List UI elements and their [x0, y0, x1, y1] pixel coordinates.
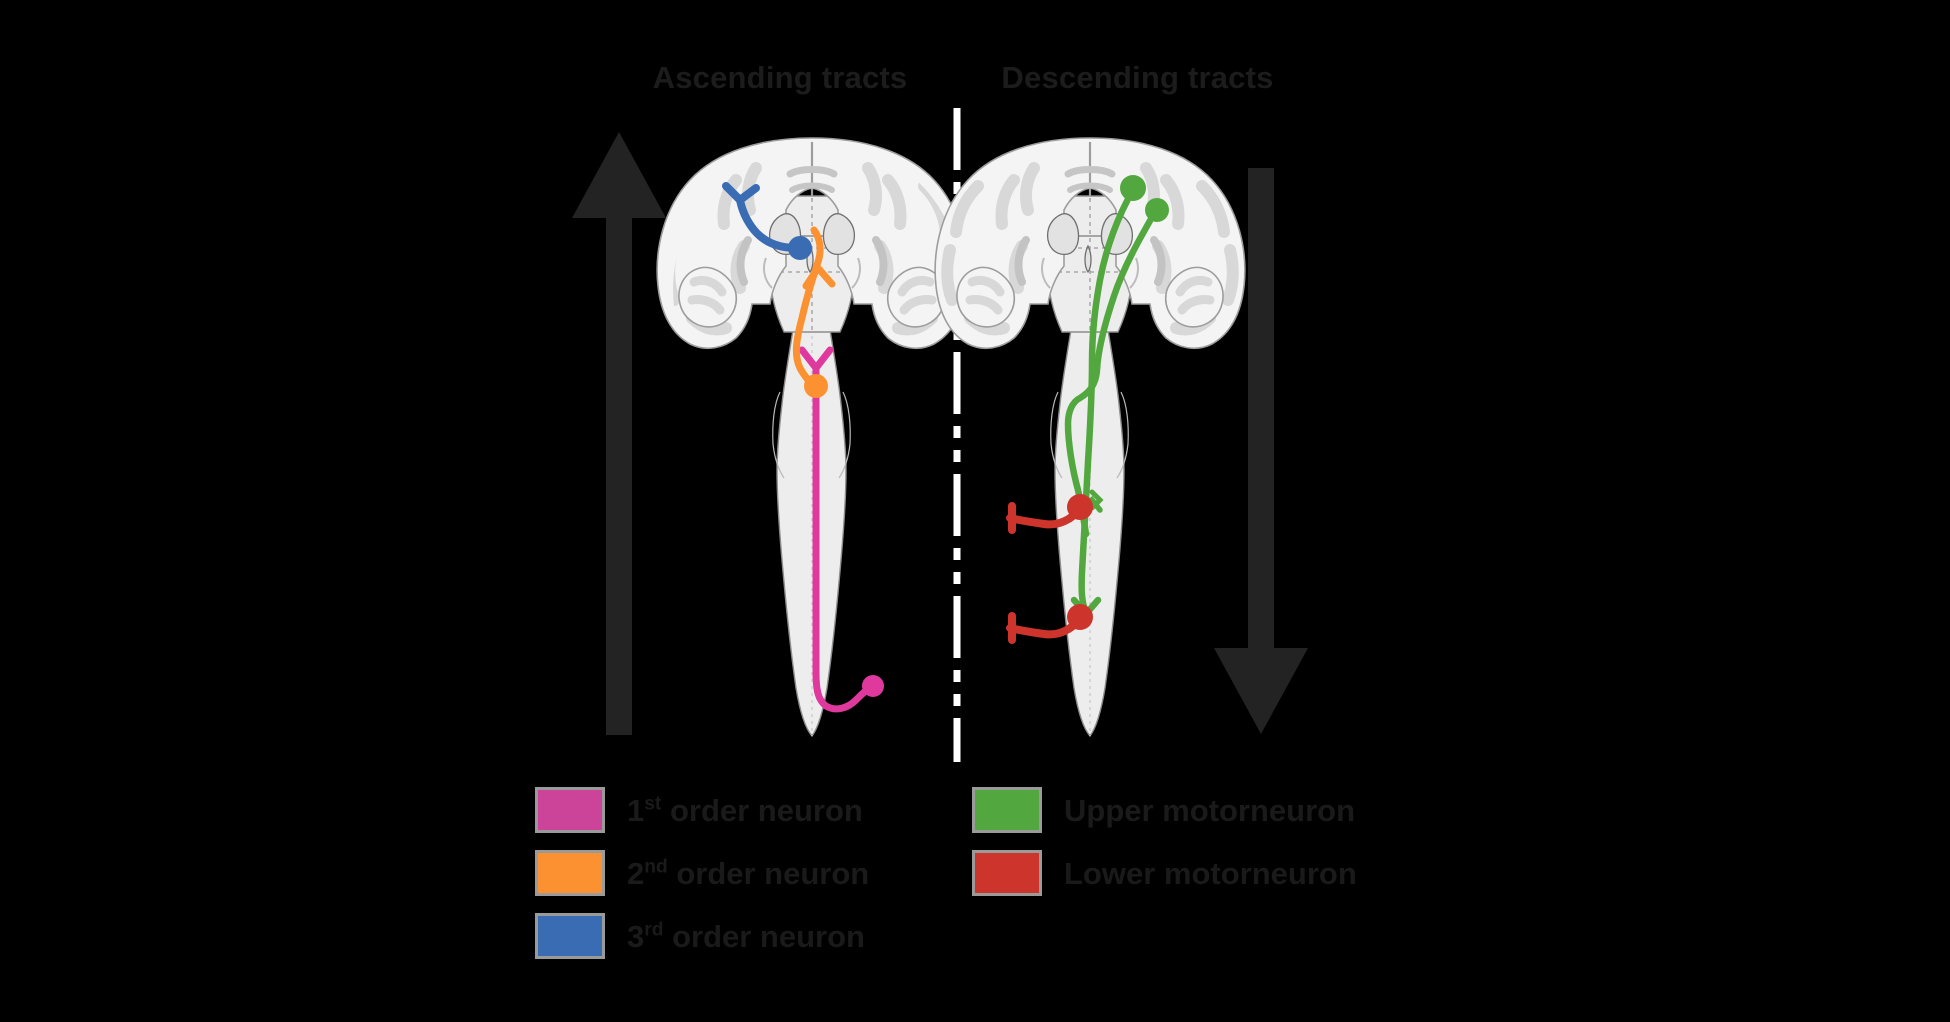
legend-swatch-lower-motorneuron [972, 850, 1042, 896]
spinal-cord-left [772, 329, 851, 738]
descending-tracts-title: Descending tracts [1001, 60, 1274, 95]
spinal-cord-right [1050, 329, 1129, 738]
first-order-neuron-path [798, 346, 884, 713]
first-order-neuron-terminal [862, 675, 884, 697]
brain-coronal-left [656, 137, 968, 350]
second-order-neuron-soma [804, 374, 828, 398]
brain-coronal-right [934, 137, 1246, 350]
legend-label-upper-motorneuron: Upper motorneuron [1064, 792, 1356, 828]
ascending-tracts-title: Ascending tracts [652, 60, 908, 95]
legend-label-lower-motorneuron: Lower motorneuron [1064, 855, 1357, 891]
legend-swatch-first-order-neuron [535, 787, 605, 833]
legend-swatch-upper-motorneuron [972, 787, 1042, 833]
up-arrow [572, 132, 666, 735]
legend-item-upper-motorneuron: Upper motorneuron [972, 784, 1355, 836]
lower-motorneuron-soma-2 [1067, 604, 1093, 630]
upper-motorneuron-soma-2 [1145, 198, 1169, 222]
legend-label-third-order-neuron: 3rd order neuron [627, 918, 865, 954]
upper-motorneuron-paths [1064, 175, 1169, 619]
lower-motorneuron-paths [1006, 494, 1093, 644]
second-order-neuron-path [792, 226, 836, 398]
legend-item-first-order-neuron: 1st order neuron [535, 784, 863, 836]
legend-item-lower-motorneuron: Lower motorneuron [972, 847, 1357, 899]
legend-item-second-order-neuron: 2nd order neuron [535, 847, 869, 899]
legend-item-third-order-neuron: 3rd order neuron [535, 910, 865, 962]
descending-panel-artwork [934, 137, 1308, 738]
brainstem-left [769, 195, 855, 333]
legend-label-first-order-neuron: 1st order neuron [627, 792, 863, 828]
lower-motorneuron-soma-1 [1067, 494, 1093, 520]
legend-label-second-order-neuron: 2nd order neuron [627, 855, 870, 891]
third-order-neuron-path [722, 182, 812, 260]
down-arrow [1214, 168, 1308, 734]
upper-motorneuron-soma-1 [1120, 175, 1146, 201]
legend-swatch-second-order-neuron [535, 850, 605, 896]
ascending-panel-artwork [572, 132, 968, 738]
legend-swatch-third-order-neuron [535, 913, 605, 959]
third-order-neuron-soma [788, 236, 812, 260]
brainstem-right [1047, 195, 1133, 333]
